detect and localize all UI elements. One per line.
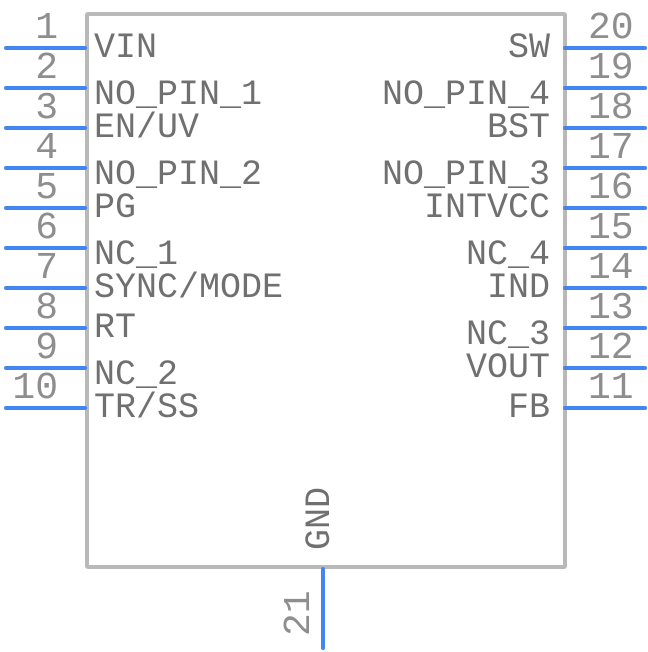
pin-number: 7 (35, 247, 58, 290)
pin-label: TR/SS (94, 388, 200, 428)
pin-number: 16 (588, 167, 634, 210)
component-body (85, 12, 567, 569)
pin-line (563, 246, 647, 250)
pin-label: NC_1 (94, 235, 179, 275)
pin-number: 14 (588, 247, 634, 290)
pin-line (563, 286, 647, 290)
pin-number: 15 (588, 207, 634, 250)
pin-label: RT (94, 308, 137, 348)
pin-number: 3 (35, 87, 58, 130)
pin-line (4, 246, 87, 250)
pin-label: NO_PIN_3 (381, 155, 550, 195)
pin-number: 18 (588, 87, 634, 130)
pin-number: 17 (588, 127, 634, 170)
pin-line (563, 46, 647, 50)
pin-line (563, 326, 647, 330)
pin-label: SW (507, 28, 550, 68)
pin-line (563, 206, 647, 210)
pin-number: 12 (588, 327, 634, 370)
pin-label: NC_4 (465, 235, 550, 275)
pin-number: 1 (35, 7, 58, 50)
pin-label: BST (486, 108, 550, 148)
pin-number: 5 (35, 167, 58, 210)
pin-number: 8 (35, 287, 58, 330)
pin-number: 9 (35, 327, 58, 370)
pin-line (563, 86, 647, 90)
pin-line (4, 286, 87, 290)
pin-label: NO_PIN_2 (94, 155, 263, 195)
pin-line (563, 406, 647, 410)
pin-line (321, 567, 325, 650)
pin-line (4, 406, 87, 410)
pin-label: SYNC/MODE (94, 268, 284, 308)
pin-line (4, 126, 87, 130)
pin-number: 10 (12, 367, 58, 410)
pin-label: VOUT (465, 348, 550, 388)
pin-number: 4 (35, 127, 58, 170)
pin-number: 13 (588, 287, 634, 330)
pin-label: IND (486, 268, 550, 308)
pin-label: INTVCC (423, 188, 550, 228)
pin-line (4, 206, 87, 210)
pin-label: EN/UV (94, 108, 200, 148)
pin-line (563, 166, 647, 170)
pin-label: NC_3 (465, 315, 550, 355)
pin-line (563, 126, 647, 130)
pin-label: FB (507, 388, 550, 428)
pin-number: 21 (278, 590, 321, 636)
pin-label: VIN (94, 28, 158, 68)
pin-line (4, 166, 87, 170)
pin-number: 19 (588, 47, 634, 90)
pin-label: PG (94, 188, 137, 228)
pin-label: NO_PIN_1 (94, 75, 263, 115)
pin-label: GND (300, 486, 340, 550)
pin-number: 11 (588, 367, 634, 410)
pin-line (4, 326, 87, 330)
pin-line (4, 366, 87, 370)
pin-line (4, 46, 87, 50)
pin-line (563, 366, 647, 370)
pin-number: 20 (588, 7, 634, 50)
pin-number: 2 (35, 47, 58, 90)
pin-line (4, 86, 87, 90)
pin-label: NO_PIN_4 (381, 75, 550, 115)
pin-number: 6 (35, 207, 58, 250)
pin-label: NC_2 (94, 355, 179, 395)
